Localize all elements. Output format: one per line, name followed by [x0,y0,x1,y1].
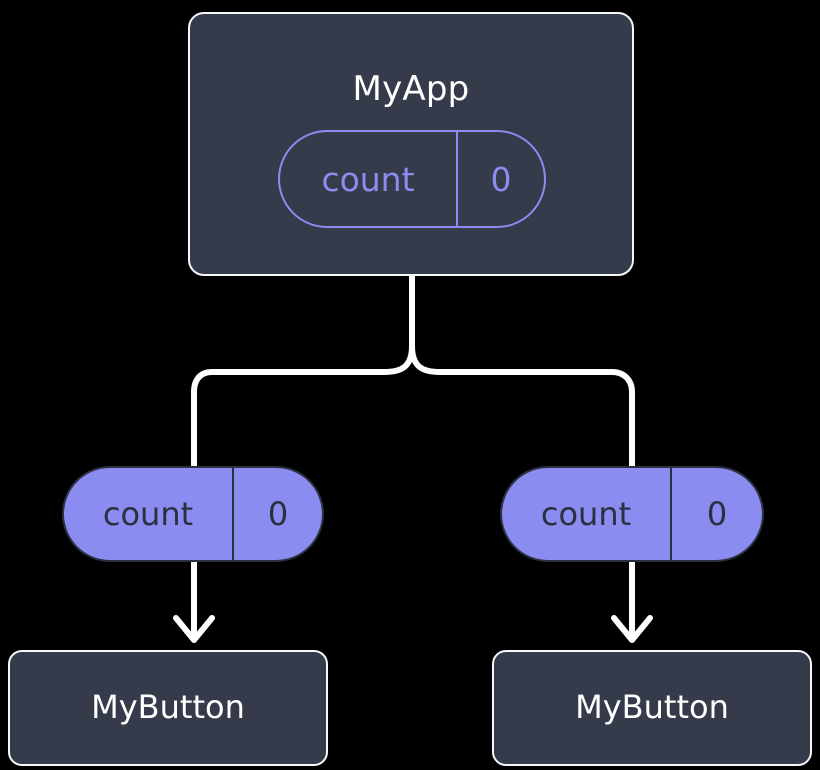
fork-connector [191,273,415,473]
component-card-leaf-left[interactable]: MyButton [8,650,328,766]
state-pill-key: count [102,495,194,533]
component-title-root: MyApp [352,69,470,109]
state-pill-value: 0 [670,468,762,560]
state-pill-branch-left[interactable]: count 0 [62,466,324,562]
arrow-head-right [611,615,653,643]
component-card-leaf-right[interactable]: MyButton [492,650,812,766]
component-card-root[interactable]: MyApp [188,12,634,276]
state-pill-key: count [321,159,415,199]
arrow-head-left [173,615,215,643]
component-title-leaf-left: MyButton [91,688,245,726]
state-pill-value: 0 [232,468,322,560]
component-title-leaf-right: MyButton [575,688,729,726]
state-pill-key: count [540,495,632,533]
fork-connector-right [409,343,635,473]
state-pill-root[interactable]: count 0 [278,130,546,228]
state-pill-value: 0 [456,132,544,226]
state-pill-branch-right[interactable]: count 0 [500,466,764,562]
